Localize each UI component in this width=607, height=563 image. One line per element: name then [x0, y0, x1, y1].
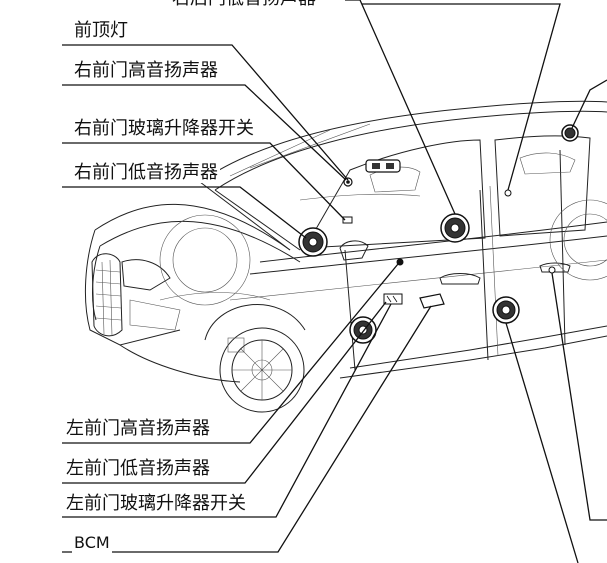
label-lf-woofer: 左前门低音扬声器 [64, 458, 212, 479]
lr-woofer-speaker-icon [492, 296, 520, 324]
label-rf-woofer: 右前门低音扬声器 [72, 162, 220, 183]
car-wireframe [84, 100, 607, 413]
label-rf-tweeter: 右前门高音扬声器 [72, 60, 220, 81]
bcm-module-icon [419, 293, 445, 309]
leader-lines [62, 0, 607, 563]
dome-light-icon [365, 159, 401, 173]
rear-right-tweeter-speaker-icon [561, 124, 579, 142]
label-bcm: BCM [72, 533, 112, 553]
rear-right-woofer-speaker-icon [440, 213, 470, 243]
lf-tweeter-icon [396, 258, 404, 266]
label-lf-window-switch: 左前门玻璃升降器开关 [64, 493, 248, 514]
rf-window-switch-icon [342, 216, 353, 224]
label-lf-tweeter: 左前门高音扬声器 [64, 418, 212, 439]
label-front-dome-light: 前顶灯 [72, 20, 130, 41]
window-switch-icon [383, 293, 403, 305]
rear-right-window-switch-icon [504, 189, 512, 197]
lr-window-switch-icon [548, 266, 556, 274]
rf-woofer-speaker-icon [298, 227, 328, 257]
label-rear-right-woofer: 右后门低音扬声器 [170, 0, 318, 9]
label-rf-window-switch: 右前门玻璃升降器开关 [72, 118, 256, 139]
